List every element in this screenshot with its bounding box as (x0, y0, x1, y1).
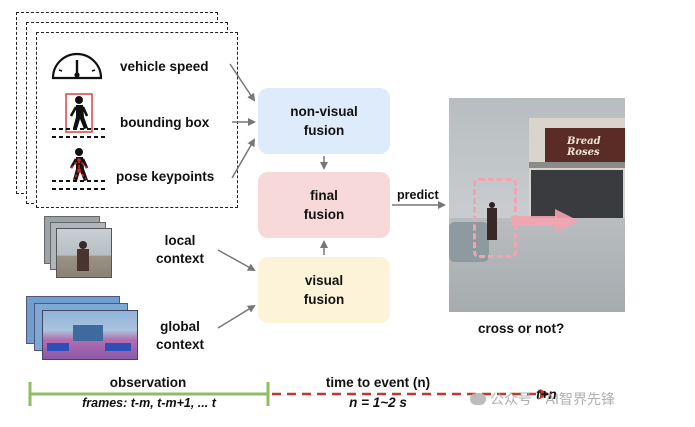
final-fusion-box: final fusion (258, 172, 390, 238)
arrow-global-context (217, 304, 256, 329)
pose-keypoints-icon (52, 148, 108, 190)
watermark: 公众号 · AI智界先锋 (470, 389, 615, 409)
global-context-line1: global (160, 319, 200, 334)
prediction-scene-image: Bread Roses (449, 98, 625, 312)
wechat-icon (470, 393, 486, 405)
global-context-image-stack (26, 296, 138, 360)
speedometer-icon (51, 52, 103, 80)
n-range-label: n = 1~2 s (349, 395, 407, 410)
time-to-event-label: time to event (n) (325, 375, 431, 390)
visual-fusion-line1: visual (304, 273, 344, 288)
observation-label: observation (109, 375, 187, 390)
non-visual-fusion-line2: fusion (303, 123, 345, 138)
non-visual-fusion-box: non-visual fusion (258, 88, 390, 154)
vehicle-speed-label: vehicle speed (120, 59, 209, 74)
local-context-label: local context (148, 232, 212, 268)
visual-fusion-line2: fusion (303, 292, 345, 307)
arrow-vehicle-speed (229, 63, 256, 102)
predict-label: predict (397, 188, 439, 202)
watermark-text: 公众号 · AI智界先锋 (490, 392, 616, 408)
output-label: cross or not? (478, 321, 565, 336)
local-context-line2: context (155, 251, 204, 266)
visual-fusion-box: visual fusion (258, 257, 390, 323)
global-context-line2: context (155, 337, 204, 352)
arrow-local-context (217, 249, 256, 271)
pose-keypoints-label: pose keypoints (116, 169, 215, 184)
global-context-label: global context (148, 318, 212, 354)
t-plus-n-label: t+n (536, 387, 557, 402)
final-fusion-line1: final (310, 188, 338, 203)
crossing-direction-arrow (511, 209, 579, 233)
local-context-image-stack (44, 216, 114, 278)
arrow-pose-keypoints (231, 138, 256, 179)
local-context-line1: local (164, 233, 196, 248)
frames-label: frames: t-m, t-m+1, ... t (82, 396, 216, 410)
final-fusion-line2: fusion (303, 207, 345, 222)
bounding-box-label: bounding box (120, 115, 210, 130)
non-visual-fusion-line1: non-visual (290, 104, 358, 119)
store-sign-text: Bread Roses (567, 136, 601, 158)
bounding-box-icon (52, 93, 108, 138)
